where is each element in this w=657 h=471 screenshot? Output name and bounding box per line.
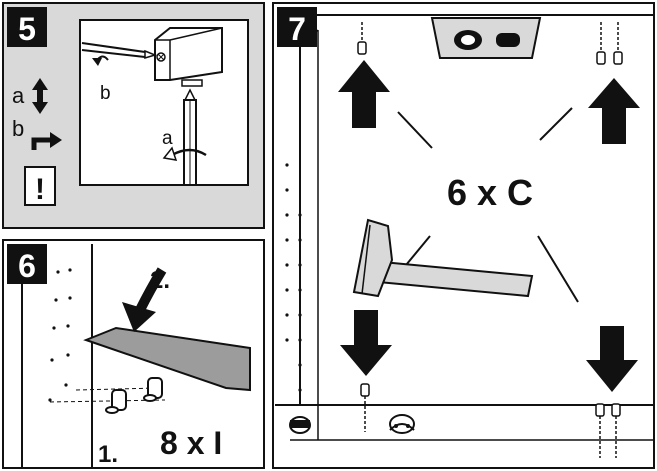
support-count: 8 x I — [160, 425, 222, 461]
up-arrow-icon — [338, 60, 390, 128]
shelf-support-icon — [105, 377, 163, 414]
step-number-5: 5 — [18, 11, 36, 47]
light-fixture-icon — [430, 17, 542, 59]
down-arrow-icon — [122, 267, 167, 332]
label-b-horizontal: b — [12, 116, 24, 141]
up-arrow-icon — [588, 78, 640, 144]
down-arrow-icon — [586, 326, 638, 392]
step-label-1: 1. — [98, 441, 118, 468]
label-a-rotate: a — [162, 128, 173, 149]
step-badge-5 — [7, 7, 47, 47]
label-b-rotate: b — [100, 83, 111, 104]
panel-6: 6 2. 1. 8 x I — [2, 239, 265, 469]
rotate-arrow-a-icon — [171, 148, 207, 157]
right-arrow-icon — [31, 132, 62, 150]
step-label-2: 2. — [150, 267, 170, 294]
panel-7: 7 — [272, 2, 655, 469]
cabinet-box — [154, 27, 223, 87]
warning-box — [24, 166, 56, 206]
guide-line — [49, 399, 166, 403]
panel-7-frame — [272, 2, 655, 469]
step-badge-6 — [7, 244, 47, 284]
step-badge-7 — [277, 7, 317, 47]
shelf-holes — [285, 163, 302, 392]
down-arrow-icon — [340, 310, 392, 376]
panel-5: 5 b a — [2, 2, 265, 229]
hinge-icon — [289, 414, 415, 434]
pin-icon — [360, 383, 621, 458]
hammer-icon — [352, 218, 534, 298]
warning-icon: ! — [35, 173, 45, 206]
shelf-holes — [48, 268, 72, 402]
screwdriver-vertical-icon — [183, 88, 197, 186]
screwdriver-horizontal-icon — [81, 42, 158, 60]
label-a-vertical: a — [12, 83, 25, 108]
step-number-7: 7 — [288, 11, 306, 47]
pin-icon — [357, 22, 623, 65]
up-down-arrow-icon — [32, 78, 48, 114]
pin-count: 6 x C — [447, 172, 533, 213]
step-number-6: 6 — [18, 248, 36, 284]
